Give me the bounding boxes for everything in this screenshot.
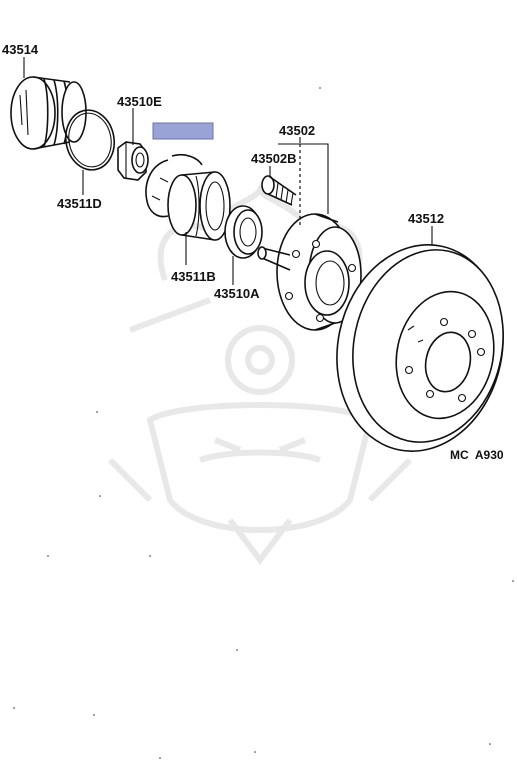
part-label-disc: 43512 [408, 211, 444, 226]
part-label-snap-ring: 43511D [57, 196, 102, 211]
part-label-hub-bolt: 43502B [251, 151, 297, 166]
hub-bolt-part[interactable] [261, 175, 297, 206]
axle-hub-part[interactable] [257, 213, 362, 331]
snap-ring-part[interactable] [61, 106, 119, 173]
part-label-nut: 43510E [117, 94, 162, 109]
nut-part[interactable] [117, 141, 149, 181]
bearing-part[interactable] [167, 171, 231, 241]
diagram-code-label: MC A930 [450, 448, 504, 462]
part-label-bearing: 43511B [171, 269, 216, 284]
boot-part[interactable] [10, 76, 87, 150]
oil-seal-part[interactable] [224, 205, 263, 259]
part-label-hub: 43502 [279, 123, 315, 138]
print-specks [13, 87, 514, 759]
highlighted-part-label[interactable] [152, 122, 214, 140]
leader-lines [23, 57, 433, 285]
part-label-boot: 43514 [2, 42, 39, 57]
retaining-clip-part[interactable] [145, 153, 203, 218]
part-label-oil-seal: 43510A [214, 286, 260, 301]
disc-rotor-part[interactable] [318, 229, 517, 467]
